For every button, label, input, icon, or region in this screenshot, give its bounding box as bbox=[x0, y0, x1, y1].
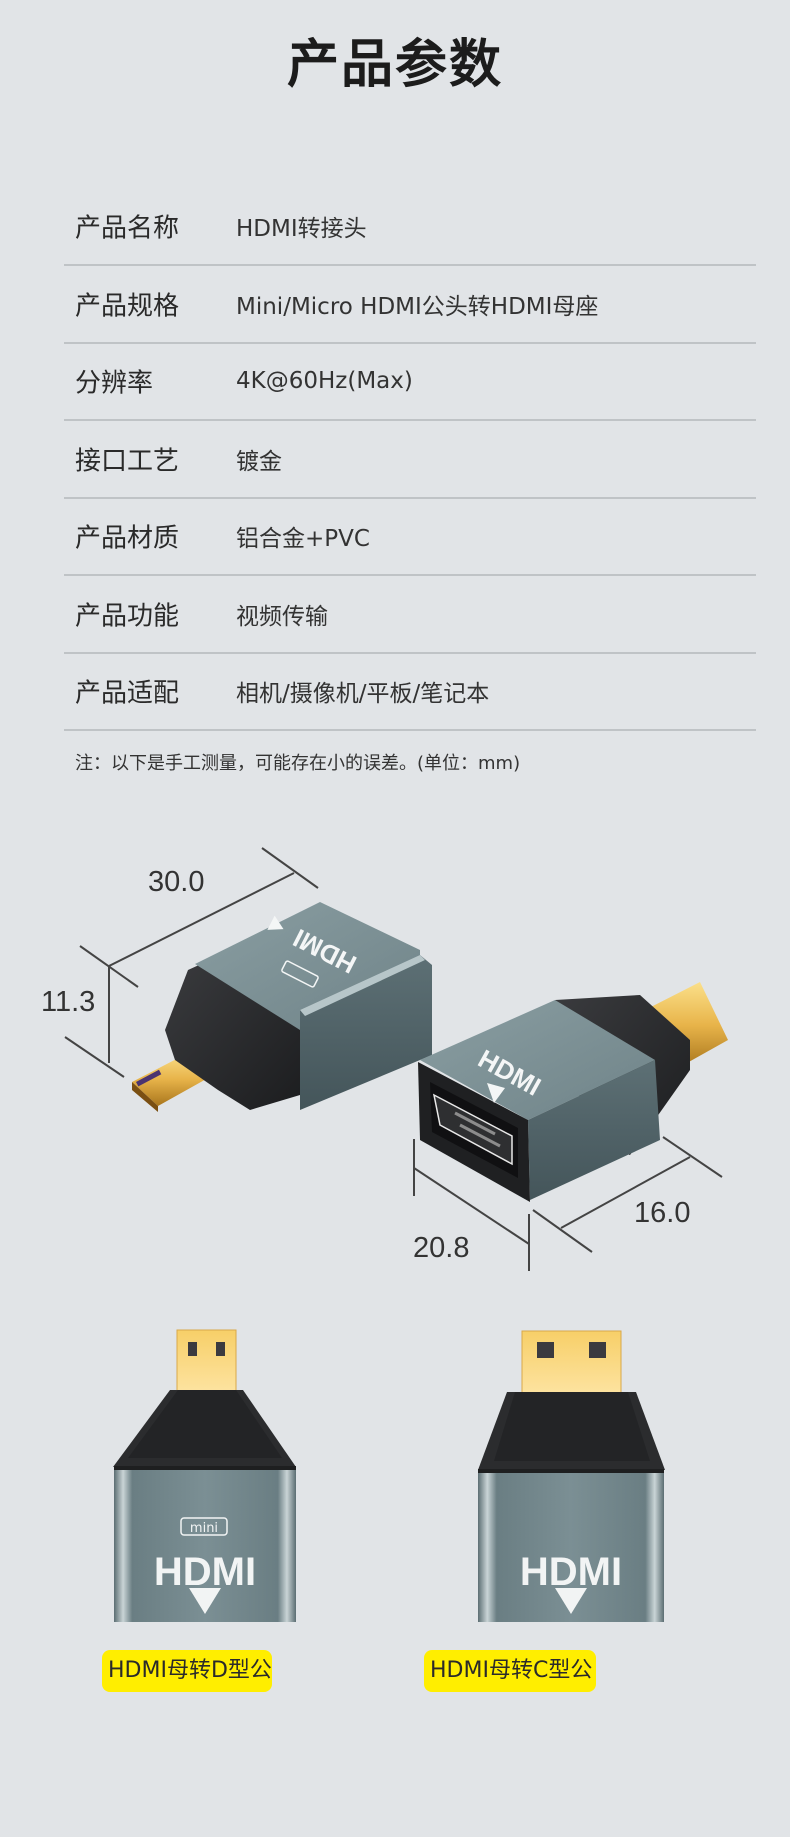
spec-value: Mini/Micro HDMI公头转HDMI母座 bbox=[236, 293, 599, 320]
spec-row-product-name: 产品名称 HDMI转接头 bbox=[64, 188, 756, 266]
spec-row-function: 产品功能 视频传输 bbox=[64, 576, 756, 654]
measurement-note: 注：以下是手工测量，可能存在小的误差。(单位：mm) bbox=[75, 753, 521, 774]
dimension-lines: HDMI HDMI bbox=[64, 847, 728, 1271]
spec-value: 视频传输 bbox=[236, 603, 328, 630]
spec-row-product-spec: 产品规格 Mini/Micro HDMI公头转HDMI母座 bbox=[64, 266, 756, 344]
spec-label: 接口工艺 bbox=[75, 446, 180, 477]
product-front-view-mini: HDMI bbox=[460, 1320, 690, 1630]
spec-value: 相机/摄像机/平板/笔记本 bbox=[236, 681, 490, 708]
spec-table: 产品名称 HDMI转接头 产品规格 Mini/Micro HDMI公头转HDMI… bbox=[64, 188, 756, 731]
mini-adapter-angled: HDMI bbox=[418, 982, 728, 1202]
spec-label: 产品名称 bbox=[75, 213, 180, 244]
dimension-diagram: HDMI HDMI bbox=[0, 820, 790, 1290]
spec-label: 分辨率 bbox=[75, 368, 154, 399]
caption-badge-c-type: HDMI母转C型公 bbox=[424, 1650, 596, 1692]
spec-label: 产品适配 bbox=[75, 678, 180, 709]
spec-row-compatibility: 产品适配 相机/摄像机/平板/笔记本 bbox=[64, 654, 756, 731]
spec-value: 镀金 bbox=[236, 448, 282, 475]
spec-row-material: 产品材质 铝合金+PVC bbox=[64, 499, 756, 576]
micro-adapter-angled: HDMI bbox=[132, 902, 432, 1112]
dimension-width-label: 16.0 bbox=[634, 1197, 691, 1229]
spec-label: 产品规格 bbox=[75, 291, 180, 322]
spec-value: 铝合金+PVC bbox=[236, 526, 370, 553]
spec-label: 产品功能 bbox=[75, 601, 180, 632]
dimension-length-label: 30.0 bbox=[148, 866, 205, 898]
dimension-depth-label: 20.8 bbox=[413, 1232, 470, 1264]
hdmi-arrow-icon bbox=[189, 1588, 221, 1614]
hdmi-logo-text: HDMI bbox=[154, 1550, 256, 1594]
spec-label: 产品材质 bbox=[75, 523, 180, 554]
mini-badge-text: mini bbox=[190, 1521, 218, 1536]
hdmi-arrow-icon bbox=[555, 1588, 587, 1614]
page-title: 产品参数 bbox=[286, 35, 503, 95]
caption-badge-d-type: HDMI母转D型公 bbox=[102, 1650, 272, 1692]
spec-row-plating: 接口工艺 镀金 bbox=[64, 421, 756, 499]
spec-value: HDMI转接头 bbox=[236, 216, 367, 242]
spec-row-resolution: 分辨率 4K@60Hz(Max) bbox=[64, 344, 756, 421]
spec-value: 4K@60Hz(Max) bbox=[236, 368, 413, 395]
dimension-height-label: 11.3 bbox=[41, 986, 96, 1018]
hdmi-logo-text: HDMI bbox=[520, 1550, 622, 1594]
product-front-view-micro: mini HDMI bbox=[90, 1320, 320, 1630]
